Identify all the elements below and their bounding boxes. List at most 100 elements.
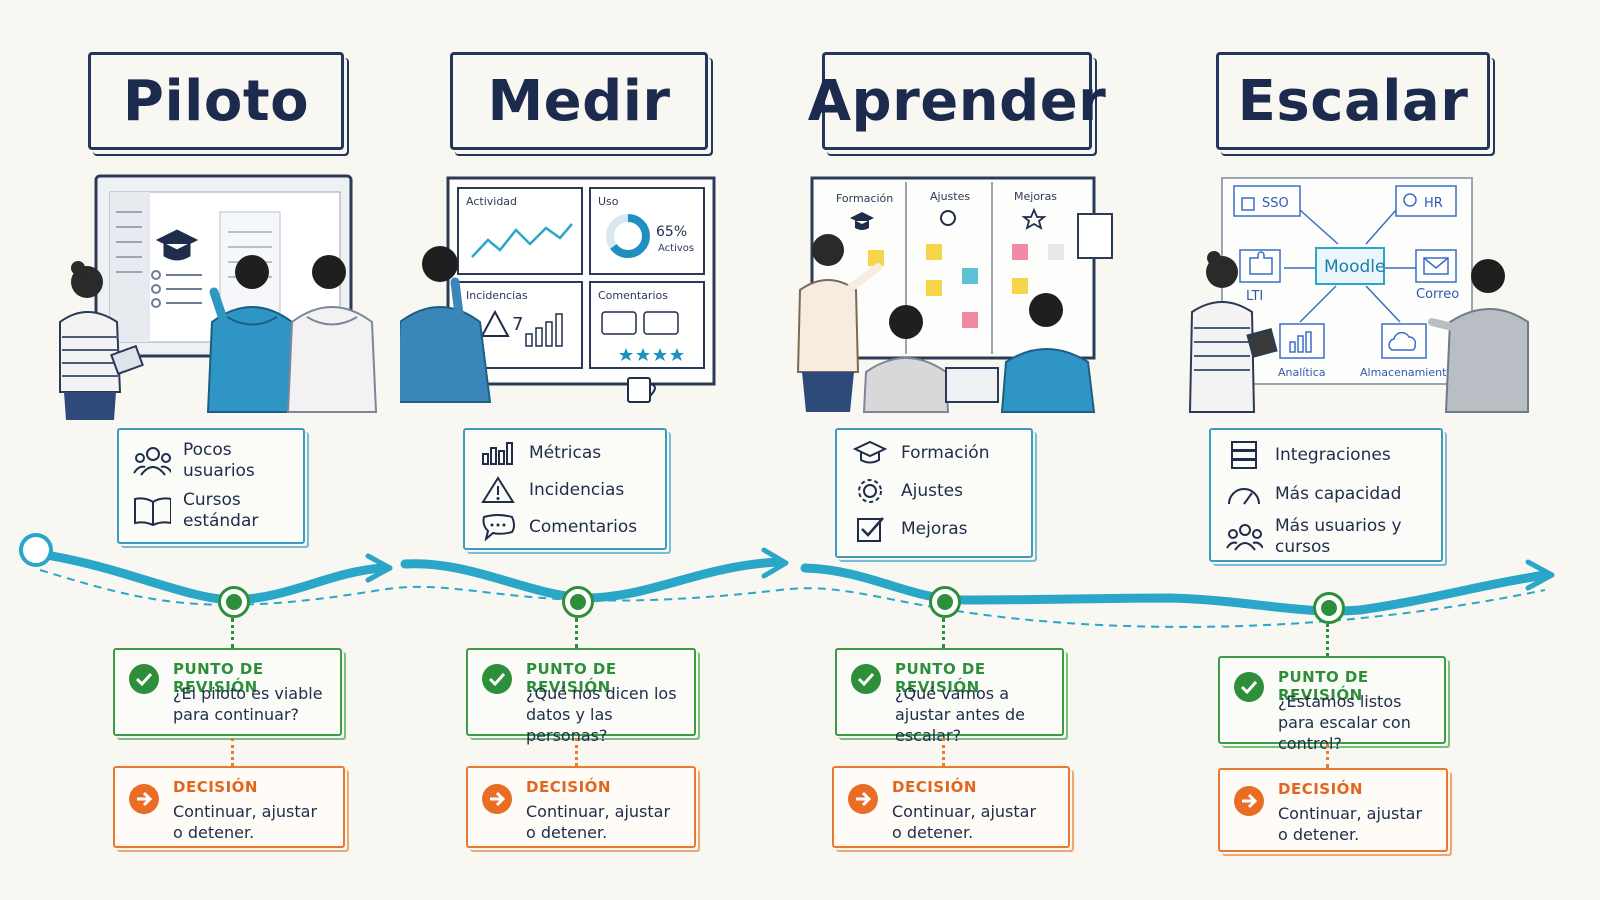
checkpoint-card: PUNTO DE REVISIÓN ¿Qué nos dicen los dat… bbox=[466, 648, 696, 745]
summary-item-label: Mejoras bbox=[901, 518, 968, 539]
person-thinking bbox=[400, 246, 492, 403]
checkpoint-question: ¿El piloto es viable para continuar? bbox=[173, 684, 323, 724]
incidents-bars bbox=[525, 313, 563, 347]
summary-item-label: Cursos estándar bbox=[183, 490, 259, 531]
person-woman-tablet bbox=[1188, 251, 1278, 413]
person-grey-hoodie bbox=[862, 305, 950, 413]
timeline-start-node bbox=[19, 533, 53, 567]
person-woman-pointing bbox=[796, 234, 882, 412]
checkpoint-heading: PUNTO DE REVISIÓN bbox=[895, 660, 986, 696]
architecture-scene-illustration: SSO HR Moodle LTI Correo Analítica Almac… bbox=[1188, 177, 1529, 413]
users-icon bbox=[1403, 193, 1417, 207]
summary-item: Integraciones bbox=[1225, 438, 1427, 472]
incidents-value: 7 bbox=[512, 314, 523, 335]
laptop bbox=[945, 367, 999, 403]
summary-item: Más capacidad bbox=[1225, 477, 1427, 511]
summary-item: Métricas bbox=[479, 436, 651, 470]
lock-icon bbox=[1241, 197, 1255, 211]
checkbox-icon bbox=[851, 512, 889, 546]
graduation-cap-icon bbox=[850, 212, 874, 230]
graduation-cap-icon bbox=[851, 436, 889, 470]
summary-item: Mejoras bbox=[851, 512, 1017, 546]
checkpoint-heading: PUNTO DE REVISIÓN bbox=[173, 660, 264, 696]
summary-item: Comentarios bbox=[479, 510, 651, 544]
phase-aprender: Aprender Formación Ajustes Mejoras bbox=[796, 0, 1200, 900]
mail-icon bbox=[1423, 257, 1449, 275]
summary-item: Más usuarios y cursos bbox=[1225, 516, 1427, 558]
server-icon bbox=[1225, 438, 1263, 472]
summary-item-label: Ajustes bbox=[901, 480, 963, 501]
summary-item: Formación bbox=[851, 436, 1017, 470]
gear-icon bbox=[851, 474, 889, 508]
checkpoint-heading: PUNTO DE REVISIÓN bbox=[526, 660, 617, 696]
decision-card: DECISIÓN Continuar, ajustar o detener. bbox=[113, 766, 345, 848]
phase-title: Medir bbox=[450, 52, 708, 150]
analytics-icon bbox=[1289, 331, 1312, 353]
summary-item-label: Más capacidad bbox=[1275, 483, 1402, 504]
phase-title: Escalar bbox=[1216, 52, 1490, 150]
connector-dotted bbox=[1326, 624, 1329, 656]
phase-piloto: Piloto bbox=[0, 0, 400, 900]
check-icon bbox=[1234, 672, 1264, 702]
checkpoint-node bbox=[562, 586, 594, 618]
connector-dotted bbox=[575, 738, 578, 766]
person-blue-hoodie bbox=[206, 255, 300, 413]
kanban-board bbox=[810, 176, 1096, 360]
sticky-notes bbox=[868, 244, 1064, 328]
decision-heading: DECISIÓN bbox=[892, 778, 977, 796]
summary-item-label: Métricas bbox=[529, 442, 602, 463]
decision-text: Continuar, ajustar o detener. bbox=[1278, 804, 1423, 844]
users-icon bbox=[1225, 520, 1263, 554]
warning-icon bbox=[480, 309, 510, 337]
summary-item-label: Integraciones bbox=[1275, 444, 1391, 465]
board-scene-illustration: Formación Ajustes Mejoras bbox=[796, 176, 1113, 413]
checkpoint-heading: PUNTO DE REVISIÓN bbox=[1278, 668, 1369, 704]
decision-card: DECISIÓN Continuar, ajustar o detener. bbox=[832, 766, 1070, 848]
node-sso: SSO bbox=[1262, 196, 1289, 211]
checkpoint-node bbox=[1313, 592, 1345, 624]
cloud-icon bbox=[1388, 331, 1417, 351]
comment-icon bbox=[479, 510, 517, 544]
summary-item: Cursos estándar bbox=[133, 490, 289, 532]
checkpoint-node bbox=[929, 586, 961, 618]
pilot-summary-card: Pocos usuarios Cursos estándar bbox=[117, 428, 305, 544]
phase-title: Piloto bbox=[88, 52, 344, 150]
connector-dotted bbox=[575, 618, 578, 648]
decision-text: Continuar, ajustar o detener. bbox=[173, 802, 318, 842]
decision-card: DECISIÓN Continuar, ajustar o detener. bbox=[1218, 768, 1448, 852]
checkpoint-question: ¿Qué nos dicen los datos y las personas? bbox=[526, 684, 677, 745]
checkpoint-card: PUNTO DE REVISIÓN ¿Qué vamos a ajustar a… bbox=[835, 648, 1064, 745]
pilot-scene-illustration bbox=[59, 174, 378, 420]
summary-item-label: Más usuarios y cursos bbox=[1275, 516, 1402, 557]
summary-item-label: Formación bbox=[901, 442, 990, 463]
summary-item-label: Comentarios bbox=[529, 516, 638, 537]
node-analytics: Analítica bbox=[1278, 366, 1326, 379]
summary-item-label: Pocos usuarios bbox=[183, 440, 255, 481]
checkpoint-question: ¿Estamos listos para escalar con control… bbox=[1278, 692, 1411, 753]
learn-summary-card: Formación Ajustes Mejoras bbox=[835, 428, 1033, 558]
node-lti: LTI bbox=[1246, 289, 1263, 304]
usage-value: 65% bbox=[656, 224, 687, 240]
person-grey-hoodie bbox=[1428, 259, 1529, 413]
activity-panel-label: Actividad bbox=[466, 195, 517, 208]
star-rating-icon bbox=[619, 348, 684, 361]
dashboard-scene-illustration: Actividad Uso 65% Activos Incidencias 7 … bbox=[400, 176, 716, 403]
incidents-panel-label: Incidencias bbox=[466, 289, 528, 302]
measure-summary-card: Métricas Incidencias Comentarios bbox=[463, 428, 667, 550]
checkpoint-node bbox=[218, 586, 250, 618]
usage-panel-label: Uso bbox=[598, 195, 619, 208]
checklist-clipboard bbox=[1077, 213, 1113, 259]
summary-item: Incidencias bbox=[479, 473, 651, 507]
flow-dashed-guide bbox=[39, 569, 1546, 628]
board-column-label: Ajustes bbox=[930, 190, 970, 203]
person-blue-shirt bbox=[1000, 293, 1096, 413]
node-moodle: Moodle bbox=[1324, 257, 1385, 277]
graduation-cap-icon bbox=[155, 229, 199, 261]
book-icon bbox=[133, 494, 171, 528]
node-hr: HR bbox=[1424, 196, 1443, 211]
coffee-mug-icon bbox=[627, 377, 656, 403]
arrow-right-icon bbox=[129, 784, 159, 814]
node-storage: Almacenamiento bbox=[1360, 366, 1453, 379]
comment-bubbles-icon bbox=[601, 311, 679, 335]
phase-escalar: Escalar SSO HR Moodle LTI Correo Analíti… bbox=[1188, 0, 1600, 900]
